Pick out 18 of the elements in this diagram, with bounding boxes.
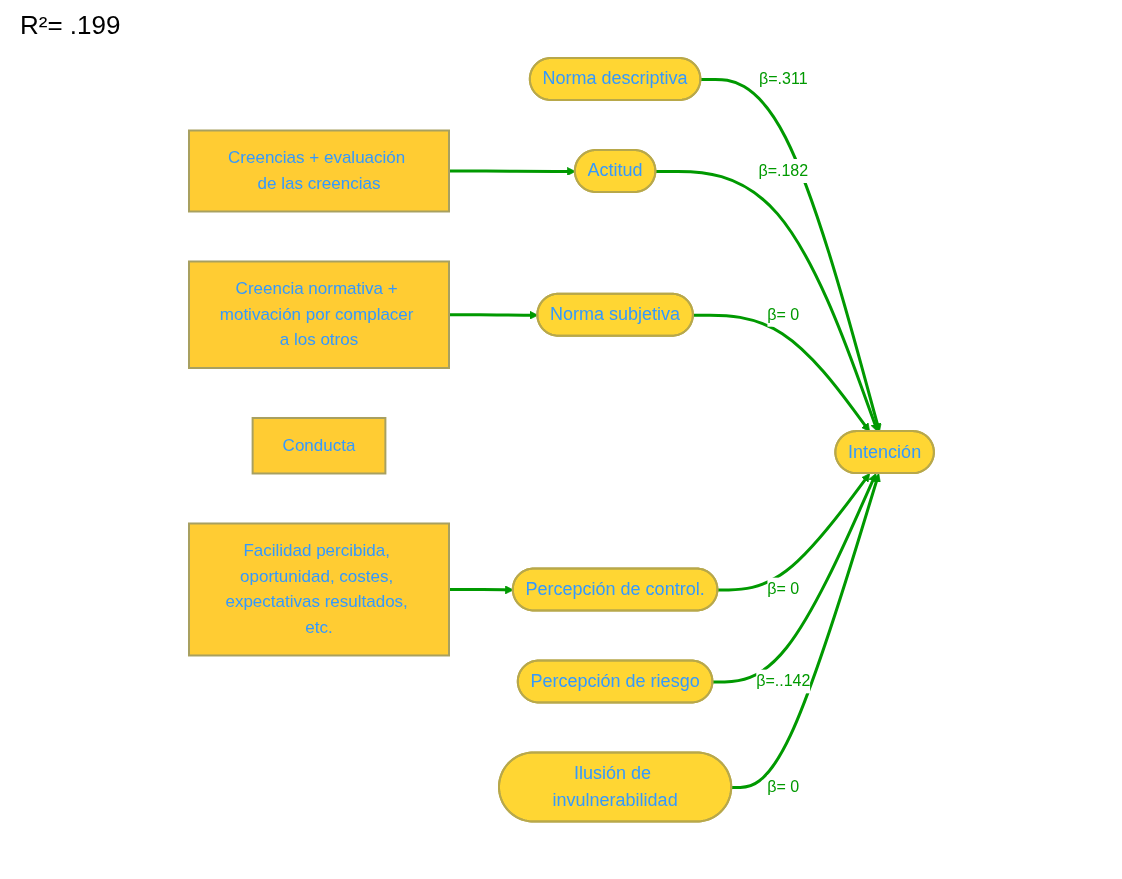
arrow	[655, 169, 879, 432]
arrow	[731, 472, 881, 789]
node-box: Creencia normativa + motivación por complacer a los otros	[187, 260, 450, 369]
arrow	[692, 313, 870, 432]
arrow	[448, 310, 538, 320]
edge-label: β=..142	[755, 672, 810, 690]
node-box: Conducta	[251, 416, 386, 475]
node-box: Facilidad percibida, oportunidad, costes, expectativas resultados, etc.	[187, 522, 450, 657]
node-box: Creencias + evaluación de las creencias	[187, 129, 450, 213]
arrow	[700, 77, 882, 432]
r-squared-note: R²= .199	[20, 10, 121, 41]
arrow	[717, 472, 870, 592]
edge-label: β=.182	[757, 161, 808, 179]
edge-label: β= 0	[766, 580, 799, 598]
edge-label: β=.311	[758, 69, 808, 87]
arrow	[712, 472, 877, 684]
edge-label: β= 0	[766, 777, 799, 795]
edge-label: β= 0	[766, 305, 799, 323]
